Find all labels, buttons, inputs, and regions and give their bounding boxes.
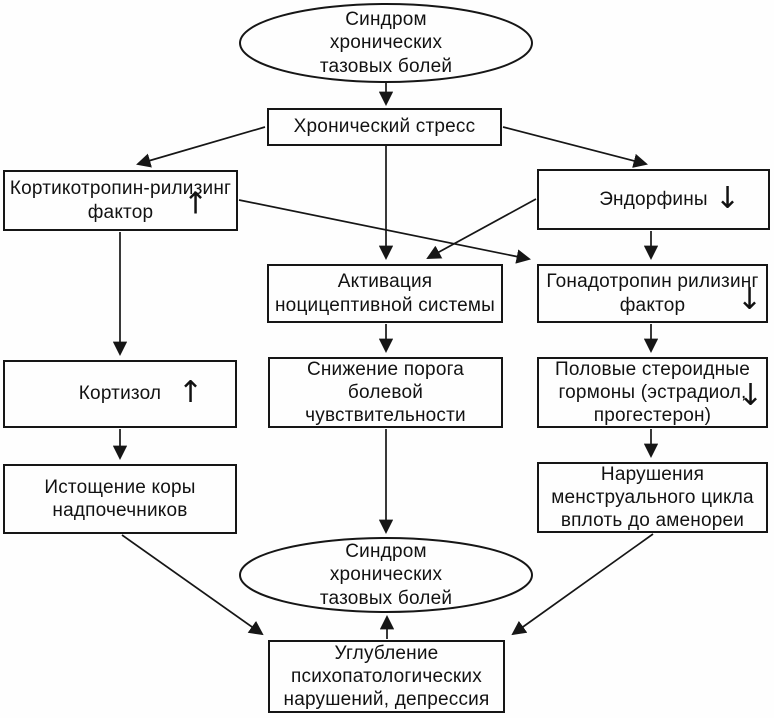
node-label: Углубление психопатологических нарушений… bbox=[283, 642, 490, 711]
node-label: Синдром хронических тазовых болей bbox=[319, 9, 453, 77]
node-label: Кортизол bbox=[78, 383, 162, 405]
edge-endorphins-to-nociceptive bbox=[426, 198, 537, 259]
node-label: Кортикотропин-рилизинг фактор bbox=[9, 178, 232, 223]
node-pelvic-pain-syndrome-top: Синдром хронических тазовых болей bbox=[240, 6, 532, 80]
trend-up-icon: ↑ bbox=[177, 374, 203, 410]
node-endorphins: Эндорфины ↓ bbox=[537, 169, 770, 230]
ellipse-syndrome-bottom bbox=[239, 537, 533, 613]
node-menstrual-cycle-disorders: Нарушения менструального цикла вплоть до… bbox=[537, 462, 768, 533]
node-corticotropin-releasing-factor: Кортикотропин-рилизинг фактор ↑ bbox=[3, 170, 238, 231]
node-label: Снижение порога болевой чувствительности bbox=[305, 358, 466, 427]
ellipse-syndrome-top bbox=[239, 3, 533, 83]
node-label: Хронический стресс bbox=[293, 116, 476, 138]
node-sex-steroid-hormones: Половые стероидные гормоны (эстрадиол, п… bbox=[537, 357, 768, 428]
edge-stress-to-endorphins bbox=[502, 126, 648, 168]
node-label: Эндорфины bbox=[599, 188, 708, 210]
node-pelvic-pain-syndrome-bottom: Синдром хронических тазовых болей bbox=[240, 540, 532, 610]
node-gonadotropin-releasing-factor: Гонадотропин рилизинг фактор ↓ bbox=[537, 264, 768, 323]
trend-down-icon: ↓ bbox=[714, 180, 740, 216]
edge-adrenal-to-depression bbox=[121, 534, 264, 636]
trend-down-icon: ↓ bbox=[737, 377, 763, 413]
node-label: Синдром хронических тазовых болей bbox=[319, 541, 453, 609]
node-nociceptive-activation: Активация ноцицептивной системы bbox=[267, 264, 503, 323]
node-label: Активация ноцицептивной системы bbox=[274, 271, 496, 316]
node-chronic-stress: Хронический стресс bbox=[267, 108, 502, 146]
node-label: Истощение коры надпочечников bbox=[44, 476, 196, 521]
edge-crf-to-gnrh bbox=[238, 199, 531, 264]
node-label: Нарушения менструального цикла вплоть до… bbox=[551, 463, 754, 532]
edge-menstrual-to-depression bbox=[511, 533, 654, 636]
node-psychopathological-deepening: Углубление психопатологических нарушений… bbox=[268, 640, 505, 713]
trend-down-icon: ↓ bbox=[736, 281, 762, 317]
node-cortisol: Кортизол ↑ bbox=[3, 360, 237, 428]
node-label: Гонадотропин рилизинг фактор bbox=[546, 271, 759, 316]
node-adrenal-cortex-depletion: Истощение коры надпочечников bbox=[3, 464, 237, 534]
node-label: Половые стероидные гормоны (эстрадиол, п… bbox=[555, 358, 750, 427]
trend-up-icon: ↑ bbox=[182, 186, 208, 222]
edge-stress-to-crf bbox=[136, 126, 266, 168]
node-pain-threshold-decrease: Снижение порога болевой чувствительности bbox=[268, 357, 503, 428]
